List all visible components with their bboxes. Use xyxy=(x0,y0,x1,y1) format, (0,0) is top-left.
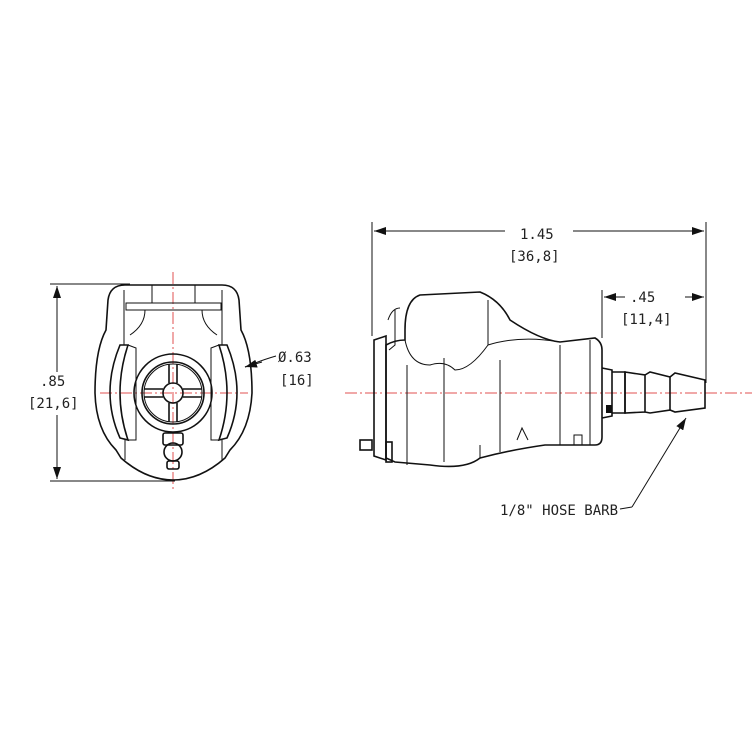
barb-length-mm-label: [11,4] xyxy=(621,312,672,328)
diameter-mm-label: [16] xyxy=(280,373,314,389)
length-dimension: 1.45 [36,8] xyxy=(371,222,707,383)
barb-length-dimension: .45 [11,4] xyxy=(601,290,704,338)
height-mm-label: [21,6] xyxy=(28,396,79,412)
height-dimension: .85 [21,6] xyxy=(28,283,175,482)
diameter-dimension: Ø.63 [16] xyxy=(244,350,314,389)
height-inches-label: .85 xyxy=(40,374,65,390)
hose-barb-callout: 1/8" HOSE BARB xyxy=(500,417,687,519)
front-port xyxy=(133,353,213,470)
length-inches-label: 1.45 xyxy=(520,227,554,243)
front-body xyxy=(94,284,253,481)
side-body xyxy=(359,291,603,468)
hose-barb-label: 1/8" HOSE BARB xyxy=(500,503,618,519)
front-view: .85 [21,6] Ø.63 [16] xyxy=(28,272,314,492)
hose-barb xyxy=(601,367,706,419)
diameter-inches-label: Ø.63 xyxy=(278,350,312,366)
barb-length-inches-label: .45 xyxy=(630,290,655,306)
side-view: 1.45 [36,8] .45 [11,4] 1/8" HOSE BARB xyxy=(345,222,752,519)
length-mm-label: [36,8] xyxy=(509,249,560,265)
